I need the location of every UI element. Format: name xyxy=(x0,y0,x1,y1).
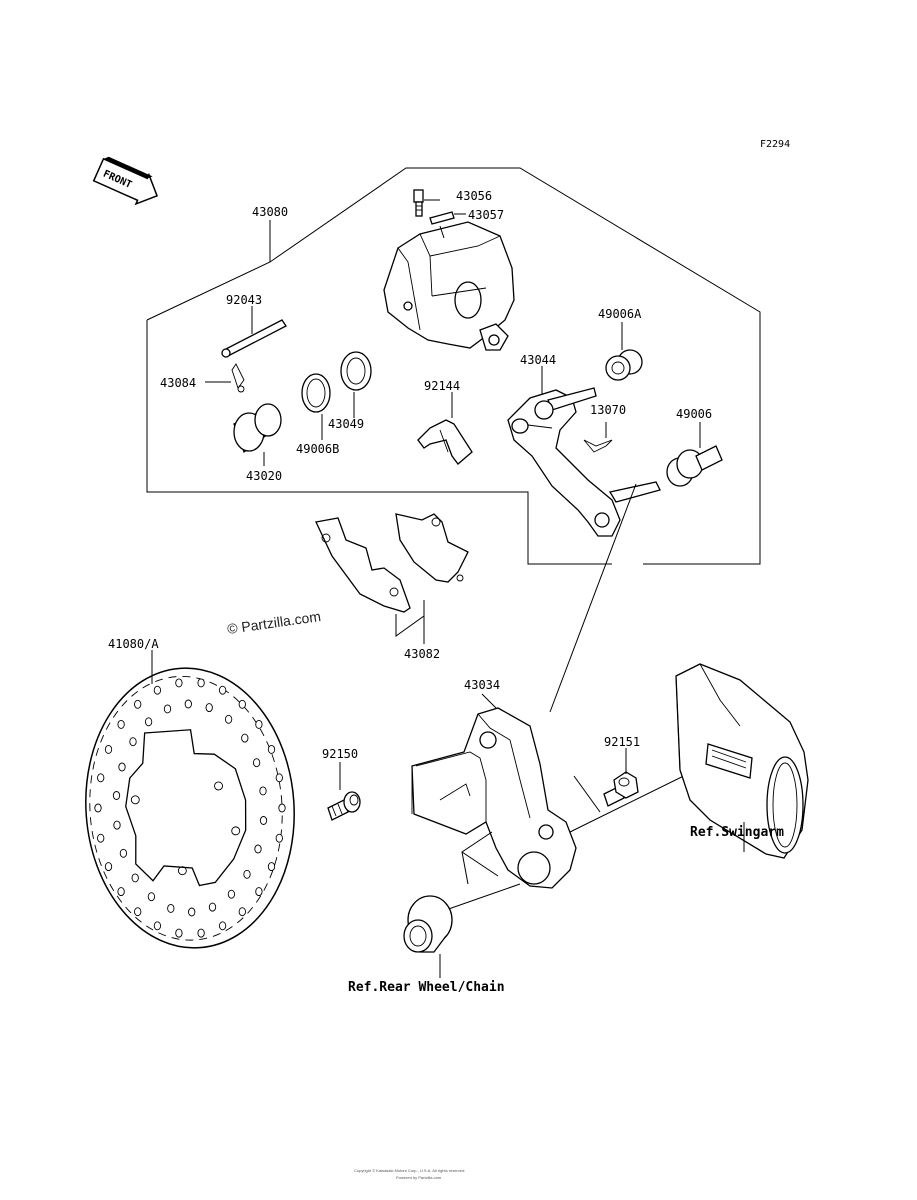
disc-vent-hole xyxy=(117,719,125,729)
label-43034: 43034 xyxy=(464,678,500,692)
caliper-bracket xyxy=(507,387,661,537)
dust-seal xyxy=(301,373,331,413)
disc-vent-hole xyxy=(218,685,227,695)
disc-vent-hole xyxy=(184,699,192,709)
pin-clip xyxy=(231,363,245,393)
label-92150: 92150 xyxy=(322,747,358,761)
disc-vent-hole xyxy=(144,717,153,727)
disc-vent-hole xyxy=(224,714,233,724)
disc-vent-hole xyxy=(104,862,113,872)
label-43080: 43080 xyxy=(252,205,288,219)
disc-vent-hole xyxy=(153,921,162,931)
copyright-line-1: Copyright © Kawasaki Motors Corp., U.S.A… xyxy=(354,1168,465,1173)
disc-vent-hole xyxy=(278,803,286,813)
bracket-clip xyxy=(583,439,613,453)
disc-vent-hole xyxy=(97,833,105,843)
disc-vent-hole xyxy=(129,737,137,747)
label-49006: 49006 xyxy=(676,407,712,421)
label-92043: 92043 xyxy=(226,293,262,307)
caliper-body xyxy=(383,221,515,351)
disc-vent-hole xyxy=(175,928,183,938)
label-43057: 43057 xyxy=(468,208,504,222)
label-92151: 92151 xyxy=(604,735,640,749)
disc-vent-hole xyxy=(167,903,175,913)
front-arrow-icon: FRONT xyxy=(92,156,159,206)
bleeder-cap xyxy=(429,211,455,225)
disc-vent-hole xyxy=(197,678,205,688)
disc-bolt xyxy=(327,791,361,821)
disc-vent-hole xyxy=(243,869,251,879)
brake-pad-inner xyxy=(395,513,469,583)
disc-vent-hole xyxy=(238,699,246,709)
swingarm-reference xyxy=(675,663,809,859)
disc-vent-hole xyxy=(134,907,142,917)
disc-vent-hole xyxy=(112,791,121,800)
disc-vent-hole xyxy=(255,719,263,729)
disc-vent-holes xyxy=(94,678,286,938)
label-ref-swingarm: Ref.Swingarm xyxy=(690,825,784,840)
disc-vent-hole xyxy=(208,902,217,912)
label-92144: 92144 xyxy=(424,379,460,393)
disc-vent-hole xyxy=(255,887,263,897)
disc-vent-hole xyxy=(254,844,262,854)
label-43084: 43084 xyxy=(160,376,196,390)
disc-vent-hole xyxy=(153,685,162,695)
label-43020: 43020 xyxy=(246,469,282,483)
figure-code: F2294 xyxy=(760,139,790,150)
disc-vent-hole xyxy=(241,733,249,743)
disc-vent-hole xyxy=(218,921,227,931)
disc-vent-hole xyxy=(113,820,121,830)
label-43049: 43049 xyxy=(328,417,364,431)
piston-seal xyxy=(340,351,372,391)
disc-vent-hole xyxy=(97,773,105,783)
copyright-line-2: Powered by Partzilla.com xyxy=(396,1175,442,1180)
disc-vent-hole xyxy=(275,833,283,843)
disc-vent-hole xyxy=(134,699,142,709)
disc-vent-hole xyxy=(131,873,139,883)
disc-vent-hole xyxy=(118,762,126,772)
label-49006A: 49006A xyxy=(598,307,642,321)
bushing-a xyxy=(605,349,643,381)
disc-vent-hole xyxy=(227,889,236,899)
disc-vent-hole xyxy=(238,907,246,917)
disc-vent-hole xyxy=(259,786,267,796)
disc-vent-hole xyxy=(163,704,172,714)
disc-vent-hole xyxy=(205,703,213,713)
caliper-mount-bracket xyxy=(411,707,577,889)
disc-vent-hole xyxy=(104,744,113,754)
label-ref-rear-wheel: Ref.Rear Wheel/Chain xyxy=(348,980,505,995)
caliper-assembly-outline xyxy=(146,320,612,565)
caliper-pin xyxy=(221,319,287,358)
label-13070: 13070 xyxy=(590,403,626,417)
disc-vent-hole xyxy=(197,928,205,938)
label-43056: 43056 xyxy=(456,189,492,203)
disc-vent-hole xyxy=(275,773,283,783)
pad-spring xyxy=(417,419,473,465)
label-49006B: 49006B xyxy=(296,442,339,456)
disc-vent-hole xyxy=(267,744,276,754)
disc-vent-hole xyxy=(117,887,125,897)
disc-vent-hole xyxy=(259,816,268,825)
disc-vent-hole xyxy=(267,862,276,872)
watermark: © Partzilla.com xyxy=(226,608,322,637)
label-43082: 43082 xyxy=(404,647,440,661)
disc-vent-hole xyxy=(94,803,102,813)
brake-pad-outer xyxy=(315,517,411,613)
label-41080A: 41080/A xyxy=(108,637,159,651)
label-43044: 43044 xyxy=(520,353,556,367)
wheel-collar xyxy=(403,895,453,953)
disc-vent-hole xyxy=(175,678,183,688)
bracket-bolt xyxy=(666,445,723,487)
caliper-piston xyxy=(233,403,282,454)
disc-vent-hole xyxy=(188,907,196,917)
disc-vent-hole xyxy=(252,758,261,768)
disc-vent-hole xyxy=(147,892,156,902)
disc-vent-hole xyxy=(119,848,128,858)
bleeder-valve xyxy=(413,189,424,217)
